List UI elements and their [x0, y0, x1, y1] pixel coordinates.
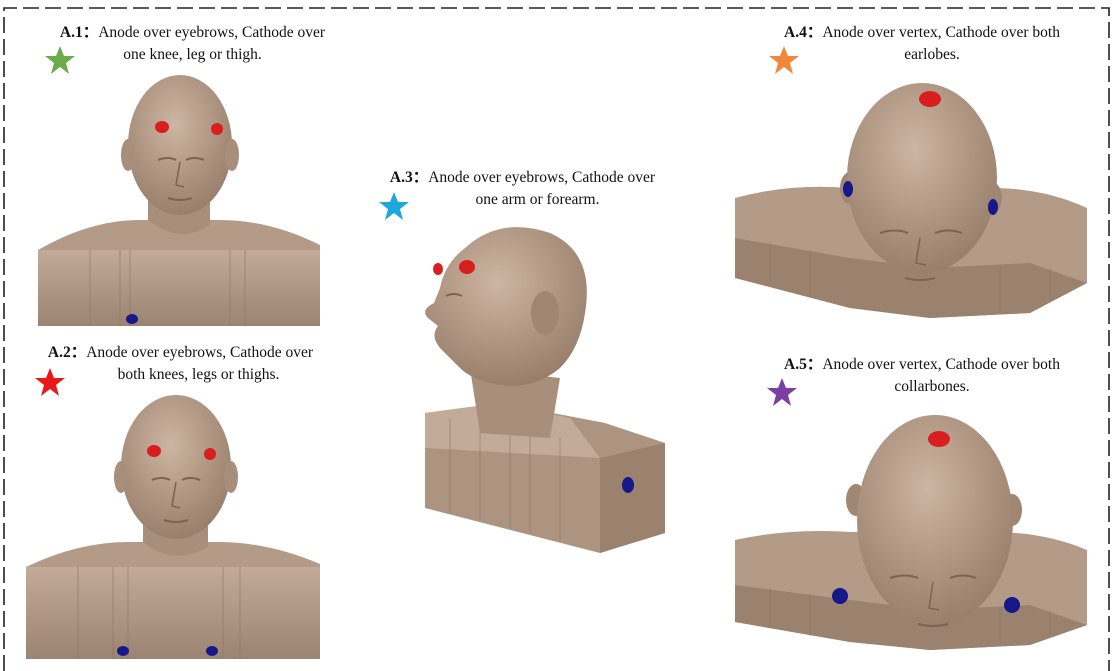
caption-a4: A.4：Anode over vertex, Cathode over both… [762, 22, 1082, 66]
caption-a1-line2: one knee, leg or thigh. [40, 44, 345, 66]
anode-electrode [928, 431, 950, 447]
caption-a4-line1: Anode over vertex, Cathode over both [822, 24, 1060, 41]
label-a4: A.4： [784, 24, 822, 41]
anode-electrode [433, 263, 443, 275]
cathode-electrode [206, 646, 218, 656]
caption-a1: A.1：Anode over eyebrows, Cathode over on… [40, 22, 345, 66]
caption-a5-line1: Anode over vertex, Cathode over both [822, 356, 1060, 373]
anode-electrode [459, 260, 475, 274]
anode-electrode [211, 123, 223, 135]
anode-electrode [155, 121, 169, 133]
caption-a2-line2: both knees, legs or thighs. [28, 364, 333, 386]
cathode-electrode [843, 181, 853, 197]
label-a3: A.3： [390, 169, 428, 186]
head-model-a2 [18, 392, 328, 662]
caption-a3-line1: Anode over eyebrows, Cathode over [428, 169, 655, 186]
caption-a5-line2: collarbones. [762, 376, 1082, 398]
cathode-electrode [1004, 597, 1020, 613]
head-model-a4 [730, 68, 1092, 328]
cyan-star-icon [378, 190, 410, 222]
cathode-electrode [117, 646, 129, 656]
caption-a1-line1: Anode over eyebrows, Cathode over [98, 24, 325, 41]
caption-a2-line1: Anode over eyebrows, Cathode over [86, 344, 313, 361]
head-model-a5 [730, 400, 1092, 665]
anode-electrode [147, 445, 161, 457]
cathode-electrode [126, 314, 138, 324]
cathode-electrode [988, 199, 998, 215]
anode-electrode [919, 91, 941, 107]
caption-a3: A.3：Anode over eyebrows, Cathode over on… [370, 167, 675, 211]
caption-a5: A.5：Anode over vertex, Cathode over both… [762, 354, 1082, 398]
anode-electrode [204, 448, 216, 460]
label-a5: A.5： [784, 356, 822, 373]
caption-a3-line2: one arm or forearm. [370, 189, 675, 211]
caption-a2: A.2：Anode over eyebrows, Cathode over bo… [28, 342, 333, 386]
label-a2: A.2： [48, 344, 86, 361]
head-model-a3 [410, 218, 670, 558]
head-model-a1 [30, 70, 330, 330]
label-a1: A.1： [60, 24, 98, 41]
caption-a4-line2: earlobes. [762, 44, 1082, 66]
cathode-electrode [622, 477, 634, 493]
cathode-electrode [832, 588, 848, 604]
